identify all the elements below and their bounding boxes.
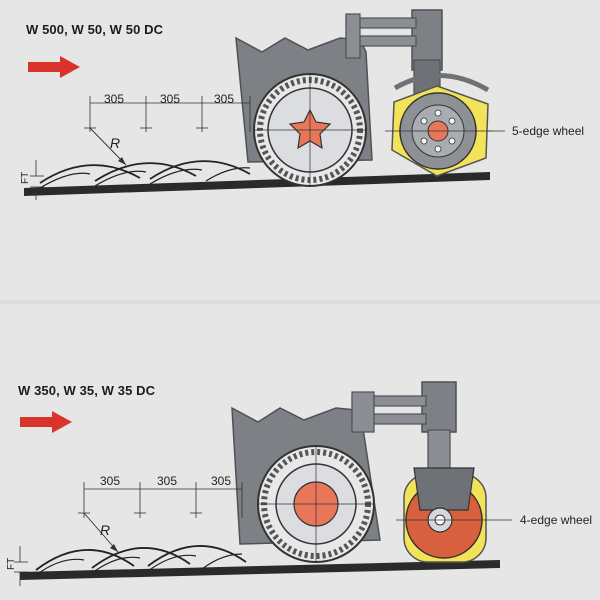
panel-top: W 500, W 50, W 50 DC 305 305 305 R FT 5-…	[20, 9, 585, 200]
direction-arrow	[20, 411, 72, 433]
panel-title: W 350, W 35, W 35 DC	[18, 383, 156, 398]
radius-label: R	[110, 135, 121, 151]
support-plate	[351, 391, 375, 433]
bottom-diagram-svg	[14, 381, 512, 586]
spacing-label: 305	[214, 92, 235, 106]
ground-bar	[24, 172, 490, 196]
footprint-arc	[147, 545, 247, 567]
spacing-label: 305	[160, 92, 181, 106]
support-post	[421, 381, 457, 433]
depth-label: FT	[6, 557, 17, 570]
support-plate	[345, 13, 361, 59]
panel-title: W 500, W 50, W 50 DC	[26, 22, 164, 37]
footprint-arc	[149, 160, 251, 180]
footprint-arc	[91, 547, 191, 569]
footprint-arc	[39, 164, 141, 184]
panel-bottom: W 350, W 35, W 35 DC 305 305 305 R FT 4-…	[0, 300, 600, 600]
radius-arrow	[89, 127, 127, 166]
ground-bar	[20, 560, 500, 580]
depth-label: FT	[20, 171, 31, 184]
wheel-type-label: 5-edge wheel	[512, 124, 585, 138]
direction-arrow	[28, 56, 80, 78]
panel-divider	[0, 300, 600, 304]
spacing-label: 305	[100, 474, 121, 488]
spacing-label: 305	[104, 92, 125, 106]
radius-label: R	[100, 522, 111, 538]
radius-arrow	[83, 512, 119, 553]
wheel-fender	[393, 73, 490, 93]
wheel-type-label: 4-edge wheel	[520, 513, 593, 527]
spacing-label: 305	[211, 474, 232, 488]
spacing-label: 305	[157, 474, 178, 488]
wheel-yoke	[413, 467, 475, 511]
top-diagram-svg	[24, 9, 505, 200]
footprint-arc	[35, 549, 135, 571]
footprint-arc	[94, 162, 197, 182]
